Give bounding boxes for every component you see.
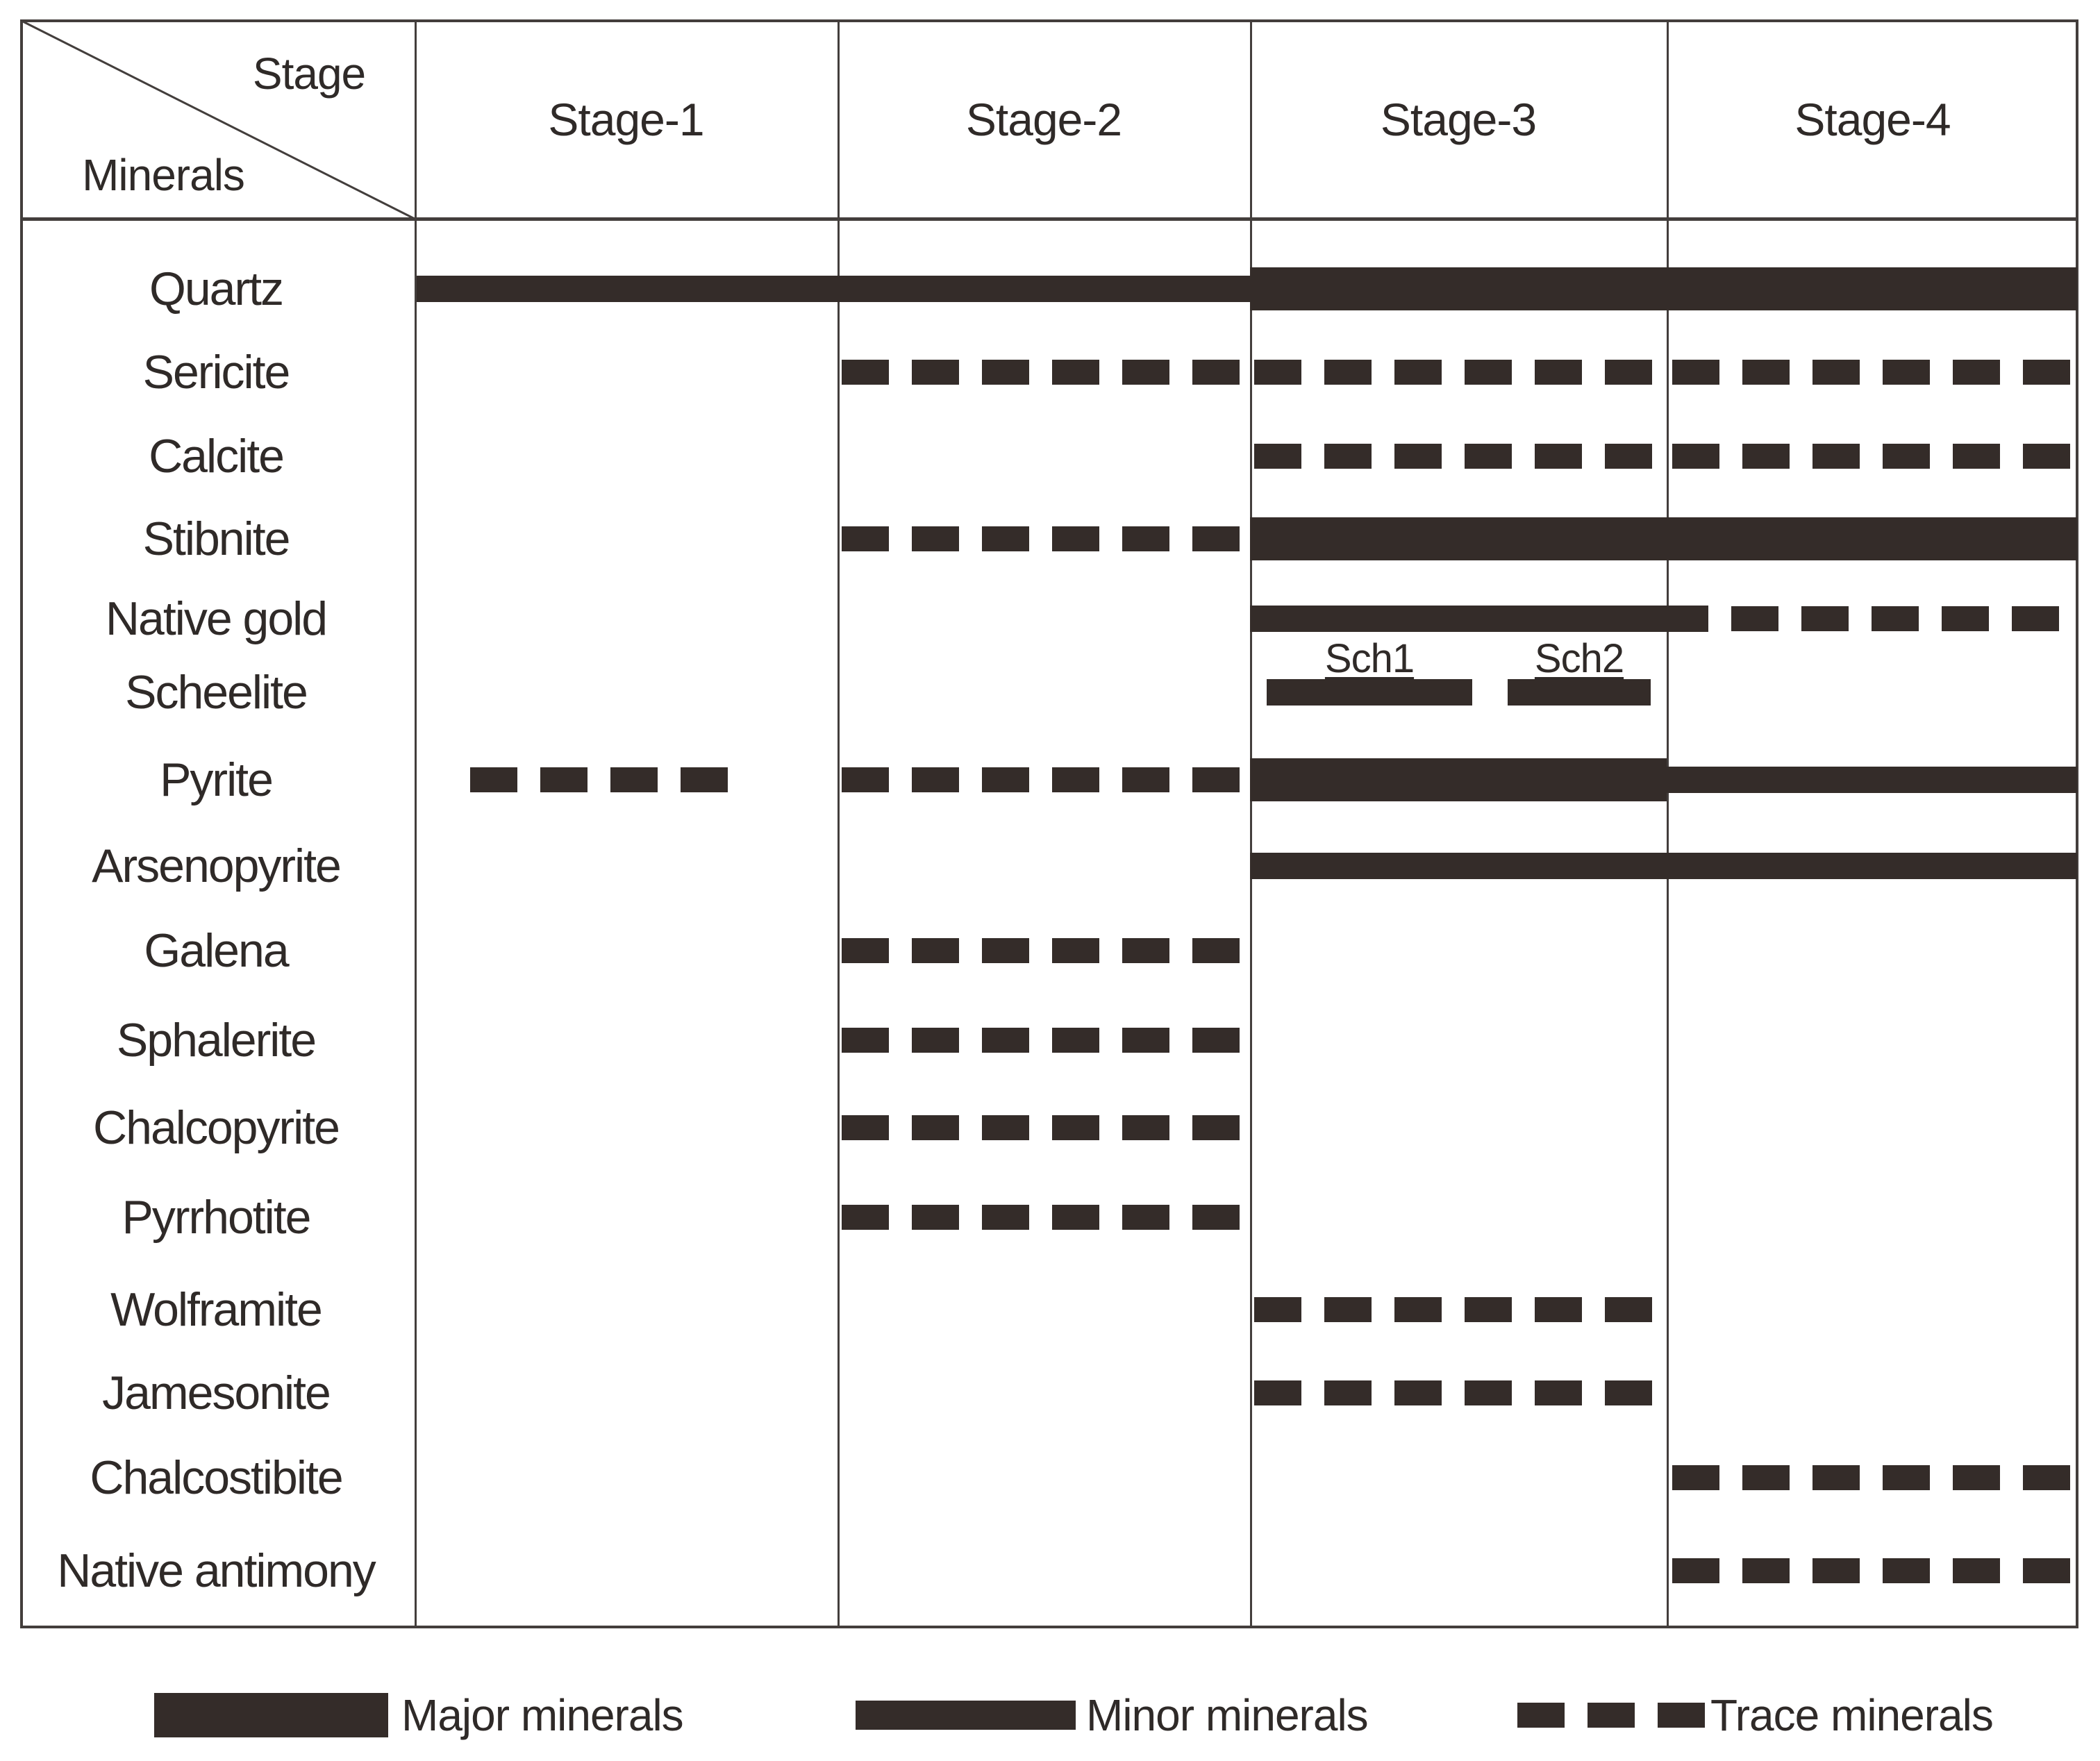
legend-swatch-major <box>154 1693 388 1737</box>
bar-segment-major <box>1250 758 1667 801</box>
bar-segment-trace <box>842 767 1240 792</box>
mineral-label-sphalerite: Sphalerite <box>116 1014 317 1067</box>
bar-segment-trace <box>470 767 728 792</box>
bar-segment-trace <box>1731 606 2059 631</box>
header-separator-line <box>20 217 2078 221</box>
header-corner-minerals-label: Minerals <box>82 150 245 200</box>
mineral-label-jamesonite: Jamesonite <box>102 1367 331 1419</box>
mineral-label-pyrite: Pyrite <box>160 753 274 806</box>
bar-segment-minor <box>1250 853 2077 879</box>
bar-segment-trace <box>842 1115 1240 1140</box>
bar-segment-trace <box>842 1028 1240 1053</box>
mineral-label-stibnite: Stibnite <box>142 512 291 565</box>
scheelite-pulse-label-1: Sch1 <box>1324 636 1415 681</box>
column-line <box>1667 19 1669 1628</box>
bar-segment-minor <box>1250 606 1708 632</box>
bar-segment-trace <box>842 526 1240 551</box>
mineral-label-native-gold: Native gold <box>105 592 328 645</box>
bar-segment-trace <box>842 1205 1240 1230</box>
mineral-label-chalcostibite: Chalcostibite <box>90 1451 343 1504</box>
mineral-label-pyrrhotite: Pyrrhotite <box>122 1191 312 1244</box>
mineral-label-chalcopyrite: Chalcopyrite <box>93 1101 340 1154</box>
legend-label-major: Major minerals <box>401 1690 684 1740</box>
bar-segment-trace <box>1672 360 2070 385</box>
bar-segment-trace <box>1254 1297 1652 1322</box>
column-line <box>1250 19 1252 1628</box>
mineral-label-quartz: Quartz <box>149 262 284 315</box>
bar-segment-minor <box>1667 767 2077 793</box>
scheelite-pulse-label-2: Sch2 <box>1534 636 1624 681</box>
mineral-label-arsenopyrite: Arsenopyrite <box>92 840 342 892</box>
bar-segment-minor <box>417 276 1250 302</box>
legend-swatch-minor <box>856 1701 1076 1730</box>
bar-segment-major <box>1250 267 2077 310</box>
bar-segment-trace <box>1672 1558 2070 1583</box>
bar-segment-major <box>1250 517 2077 560</box>
stage-header-2: Stage-2 <box>965 94 1122 145</box>
column-line <box>838 19 840 1628</box>
mineral-label-wolframite: Wolframite <box>110 1283 323 1336</box>
table-outer-border <box>20 19 2078 1628</box>
bar-segment-trace <box>842 938 1240 963</box>
stage-header-1: Stage-1 <box>548 94 704 145</box>
bar-segment-trace <box>842 360 1240 385</box>
mineral-label-calcite: Calcite <box>149 430 285 483</box>
mineral-label-native-antimony: Native antimony <box>57 1544 376 1597</box>
bar-segment-trace <box>1672 1465 2070 1490</box>
stage-header-4: Stage-4 <box>1794 94 1951 145</box>
bar-segment-trace <box>1672 444 2070 469</box>
legend-label-trace: Trace minerals <box>1710 1690 1994 1740</box>
bar-segment-trace <box>1254 1380 1652 1405</box>
header-corner-stage-label: Stage <box>252 49 366 99</box>
bar-segment-minor <box>1267 679 1472 706</box>
legend-swatch-trace <box>1517 1703 1705 1728</box>
mineral-label-galena: Galena <box>144 924 289 977</box>
bar-segment-trace <box>1254 444 1652 469</box>
bar-segment-minor <box>1508 679 1651 706</box>
legend-label-minor: Minor minerals <box>1086 1690 1369 1740</box>
bar-segment-trace <box>1254 360 1652 385</box>
mineral-label-sericite: Sericite <box>142 346 291 399</box>
stage-header-3: Stage-3 <box>1380 94 1537 145</box>
mineral-label-scheelite: Scheelite <box>125 666 308 719</box>
column-line <box>415 19 417 1628</box>
